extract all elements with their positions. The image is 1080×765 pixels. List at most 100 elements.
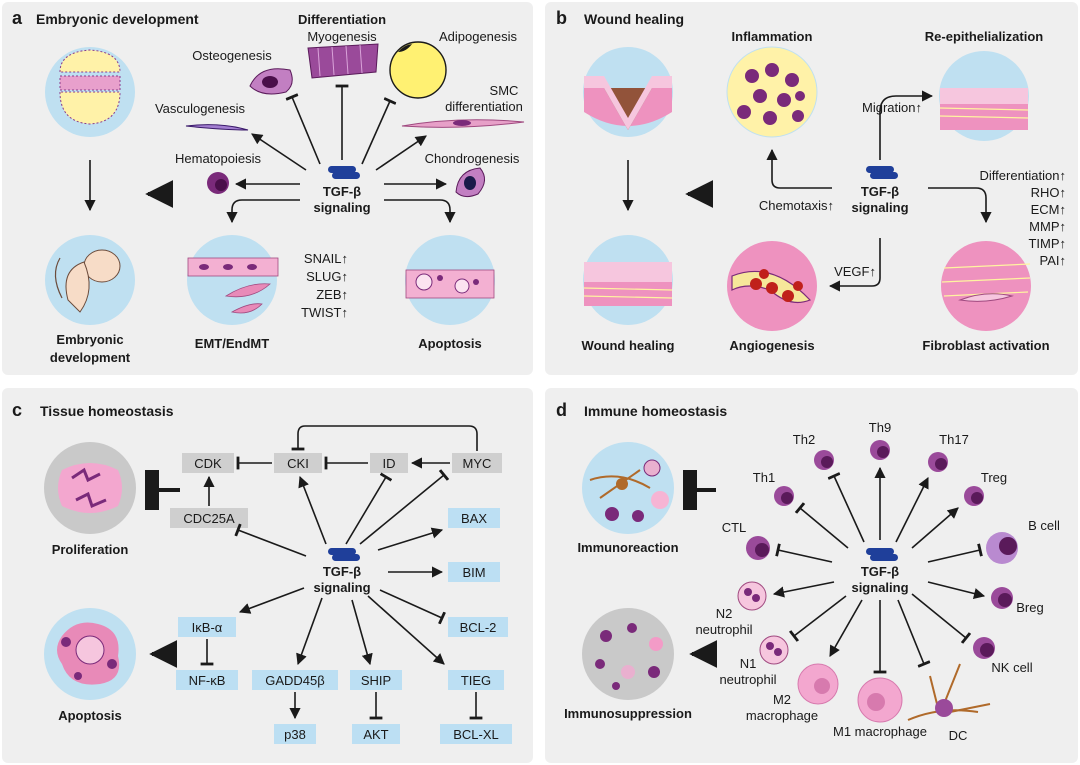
fibro-list-5: PAI↑ — [1040, 253, 1067, 268]
nk-cell — [973, 637, 995, 659]
immunosuppression-label: Immunosuppression — [564, 706, 692, 721]
tgf-label-a-1: TGF-β — [323, 184, 361, 199]
akt-box — [352, 724, 400, 744]
breg-label: Breg — [1016, 600, 1043, 615]
panel-a-letter: a — [12, 8, 23, 28]
bim-label: BIM — [462, 565, 485, 580]
ctl-cell — [746, 536, 770, 560]
reepi-label: Re-epithelialization — [925, 29, 1044, 44]
wound-healing-label: Wound healing — [582, 338, 675, 353]
id-label: ID — [383, 456, 396, 471]
osteoblast-cell — [249, 68, 293, 95]
th17-cell — [928, 452, 948, 472]
n1-label-1: N1 — [740, 656, 757, 671]
n1-label-2: neutrophil — [719, 672, 776, 687]
n2-cell — [737, 581, 767, 611]
fibroblast-illustration — [941, 241, 1031, 331]
th2-label: Th2 — [793, 432, 815, 447]
wound-illustration — [583, 47, 673, 137]
breg-cell — [991, 587, 1013, 609]
immunoreaction-label: Immunoreaction — [577, 540, 678, 555]
gadd-label: GADD45β — [265, 673, 325, 688]
panel-d-bg — [545, 388, 1078, 763]
chemotaxis-label: Chemotaxis↑ — [759, 198, 834, 213]
inflammation-illustration — [726, 46, 818, 138]
vasculogenesis-label: Vasculogenesis — [155, 101, 246, 116]
tgf-label-c-2: signaling — [313, 580, 370, 595]
panel-b-letter: b — [556, 8, 567, 28]
tgf-label-c-1: TGF-β — [323, 564, 361, 579]
hematopoiesis-label: Hematopoiesis — [175, 151, 261, 166]
m2-label-2: macrophage — [746, 708, 818, 723]
ship-box — [350, 670, 402, 690]
cdc25a-label: CDC25A — [183, 511, 235, 526]
emt-illustration — [187, 235, 279, 325]
tgf-label-b-2: signaling — [851, 200, 908, 215]
blood-cell — [207, 172, 229, 194]
tgf-label-d-1: TGF-β — [861, 564, 899, 579]
dc-label: DC — [949, 728, 968, 743]
proliferation-illustration — [44, 442, 136, 534]
tieg-label: TIEG — [461, 673, 491, 688]
nfkb-box — [176, 670, 238, 690]
endothelial-cell — [185, 124, 249, 131]
cdk-label: CDK — [194, 456, 222, 471]
myc-label: MYC — [463, 456, 492, 471]
id-box — [370, 453, 408, 473]
blastocyst-illustration — [45, 47, 135, 137]
embryonic-label-1: Embryonic — [56, 332, 123, 347]
n1-cell — [759, 635, 789, 665]
m2-cell — [797, 663, 839, 705]
cki-label: CKI — [287, 456, 309, 471]
tgf-icon-d — [866, 548, 898, 561]
embryo-illustration — [45, 235, 135, 325]
treg-cell — [964, 486, 984, 506]
tgf-icon-b — [866, 166, 898, 179]
fibroblast-label: Fibroblast activation — [922, 338, 1049, 353]
emt-gene-1: SLUG↑ — [306, 269, 348, 284]
emt-gene-2: ZEB↑ — [316, 287, 348, 302]
fibro-list-3: MMP↑ — [1029, 219, 1066, 234]
n2-label-1: N2 — [716, 606, 733, 621]
tgf-label-d-2: signaling — [851, 580, 908, 595]
gadd-box — [252, 670, 338, 690]
embryonic-label-2: development — [50, 350, 131, 365]
osteogenesis-label: Osteogenesis — [192, 48, 272, 63]
apoptosis-c-illustration — [44, 608, 136, 700]
bclxl-label: BCL-XL — [453, 727, 499, 742]
inflammation-label: Inflammation — [732, 29, 813, 44]
treg-label: Treg — [981, 470, 1007, 485]
tgf-icon-a — [328, 166, 360, 179]
ship-label: SHIP — [361, 673, 391, 688]
cdk-box — [182, 453, 234, 473]
panel-b-title: Wound healing — [584, 11, 684, 27]
migration-label: Migration↑ — [862, 100, 922, 115]
reepi-illustration — [939, 51, 1029, 141]
proliferation-label: Proliferation — [52, 542, 129, 557]
m1-cell — [857, 677, 903, 723]
ikba-label: IκB-α — [192, 620, 223, 635]
bim-box — [448, 562, 500, 582]
apoptosis-c-label: Apoptosis — [58, 708, 122, 723]
tgf-label-a-2: signaling — [313, 200, 370, 215]
smc-label-1: SMC — [490, 83, 519, 98]
th1-label: Th1 — [753, 470, 775, 485]
immunoreaction-illustration — [582, 442, 674, 534]
panel-a-title: Embryonic development — [36, 11, 199, 27]
panel-a: a Embryonic development Embryonic develo… — [12, 8, 525, 365]
apoptosis-a-illustration — [405, 235, 495, 325]
panel-d: d Immune homeostasis Immunoreaction Immu… — [556, 400, 1060, 743]
p38-label: p38 — [284, 727, 306, 742]
myc-box — [452, 453, 502, 473]
fibro-list-4: TIMP↑ — [1028, 236, 1066, 251]
panel-c-title: Tissue homeostasis — [40, 403, 174, 419]
th2-cell — [814, 450, 834, 470]
vegf-label: VEGF↑ — [834, 264, 876, 279]
th9-label: Th9 — [869, 420, 891, 435]
panel-c-letter: c — [12, 400, 22, 420]
dc-cell — [907, 663, 991, 721]
angiogenesis-illustration — [727, 241, 817, 331]
bcl2-box — [448, 617, 508, 637]
panel-b: b Wound healing Wound healing Inflammati… — [556, 8, 1066, 353]
m2-label-1: M2 — [773, 692, 791, 707]
